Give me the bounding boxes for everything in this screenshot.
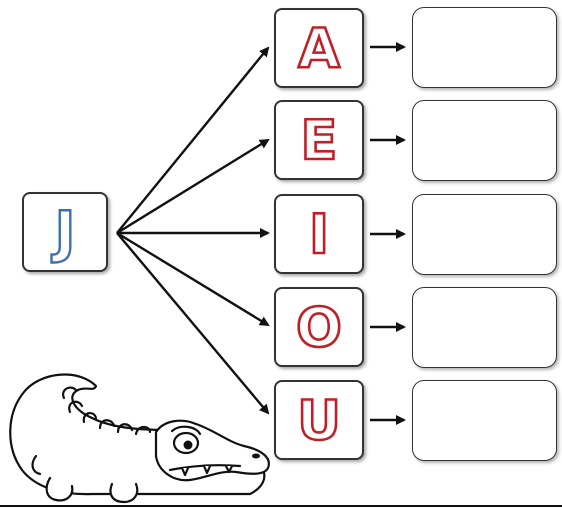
- vowel-letter: E: [299, 107, 338, 173]
- source-letter-box: J: [22, 192, 108, 272]
- vowel-letter: A: [297, 15, 341, 81]
- source-letter: J: [53, 198, 76, 265]
- answer-box-e[interactable]: [412, 100, 557, 181]
- answer-box-i[interactable]: [412, 194, 557, 275]
- vowel-letter: U: [296, 387, 342, 453]
- answer-box-a[interactable]: [412, 7, 557, 88]
- arrow-to-e: [116, 138, 270, 235]
- vowel-letter: I: [308, 201, 331, 267]
- arrow-to-a: [116, 46, 270, 234]
- vowel-box-e: E: [274, 100, 364, 180]
- crocodile-illustration: [9, 373, 270, 504]
- answer-box-o[interactable]: [412, 287, 557, 368]
- vowel-letter: O: [295, 294, 344, 360]
- vowel-box-u: U: [274, 380, 364, 460]
- vowel-box-i: I: [274, 194, 364, 274]
- vowel-box-o: O: [274, 287, 364, 367]
- arrow-to-u: [116, 232, 270, 415]
- answer-box-u[interactable]: [412, 380, 557, 461]
- arrow-to-o: [116, 231, 270, 327]
- vowel-box-a: A: [274, 8, 364, 88]
